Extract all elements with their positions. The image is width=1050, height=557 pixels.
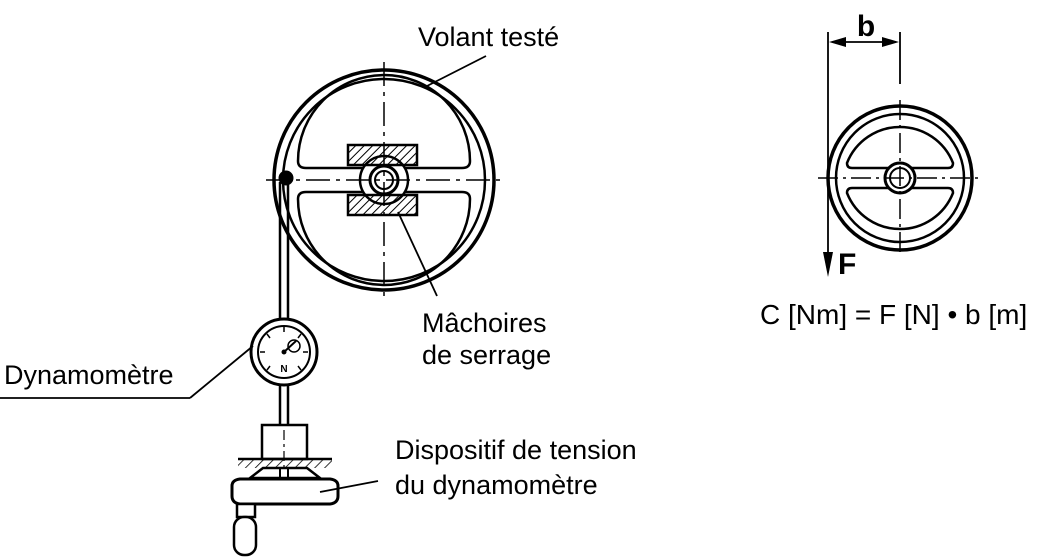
clamping-jaws-label-line2: de serrage (422, 340, 552, 370)
dimension-b-label: b (857, 10, 875, 43)
torque-formula: C [Nm] = F [N] • b [m] (760, 299, 1028, 330)
leader-lines (0, 55, 487, 493)
force-arrow (823, 252, 833, 277)
dimension-b (827, 32, 901, 252)
tensioning-device-label-line2: du dynamomètre (395, 470, 598, 500)
dynamometer-gauge (249, 317, 319, 387)
measuring-cable (278, 170, 294, 425)
clamping-jaws (346, 143, 419, 217)
tensioning-device (230, 423, 340, 557)
gauge-unit-label: N (280, 364, 287, 375)
tested-handwheel-label: Volant testé (418, 22, 560, 52)
force-F-label: F (838, 248, 856, 281)
dynamometer-label: Dynamomètre (4, 360, 174, 390)
center-lines-right (818, 100, 982, 256)
tensioning-device-label-line1: Dispositif de tension (395, 435, 637, 465)
tested-handwheel (272, 68, 496, 292)
clamping-jaws-label-line1: Mâchoires (422, 308, 547, 338)
